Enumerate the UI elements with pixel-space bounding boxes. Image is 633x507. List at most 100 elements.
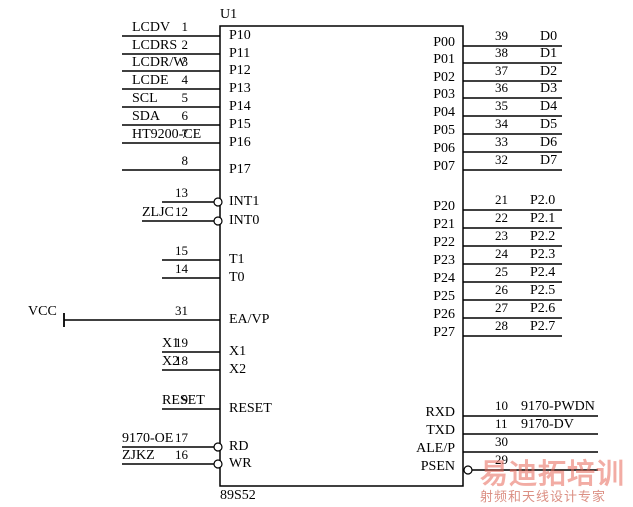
right-pin-number-p06: 33 — [495, 134, 508, 149]
left-net-label-p15: SDA — [132, 109, 161, 124]
right-pin-number-alep: 30 — [495, 434, 508, 449]
right-net-label-p00: D0 — [540, 29, 557, 44]
right-net-label-p04: D4 — [540, 99, 557, 114]
right-net-label-p07: D7 — [540, 153, 557, 168]
right-net-label-rxd: 9170-PWDN — [521, 399, 595, 414]
right-pin-number-p04: 35 — [495, 98, 508, 113]
left-net-label-p14: SCL — [132, 91, 158, 106]
right-pin-name-p22: P22 — [433, 235, 455, 250]
right-pin-number-psen: 29 — [495, 452, 508, 467]
left-pin-name-x1: X1 — [229, 344, 246, 359]
left-net-label-int0: ZLJC — [142, 205, 174, 220]
right-pin-name-p25: P25 — [433, 289, 455, 304]
left-pin-invert-bubble-int0 — [213, 216, 223, 226]
right-pin-number-p00: 39 — [495, 28, 508, 43]
left-pin-name-int1: INT1 — [229, 194, 259, 209]
left-pin-number-p11: 2 — [182, 37, 189, 52]
right-pin-number-p22: 23 — [495, 228, 508, 243]
left-pin-number-p16: 7 — [182, 126, 189, 141]
left-net-label-p12: LCDR/W — [132, 55, 187, 70]
left-pin-name-wr: WR — [229, 456, 252, 471]
left-pin-name-reset: RESET — [229, 401, 272, 416]
left-pin-name-p13: P13 — [229, 81, 251, 96]
left-pin-number-p10: 1 — [182, 19, 189, 34]
right-pin-number-p24: 25 — [495, 264, 508, 279]
right-pin-name-p04: P04 — [433, 105, 455, 120]
left-pin-name-p10: P10 — [229, 28, 251, 43]
right-net-label-p02: D2 — [540, 64, 557, 79]
left-pin-invert-bubble-rd — [213, 442, 223, 452]
right-pin-name-p06: P06 — [433, 141, 455, 156]
left-pin-name-p17: P17 — [229, 162, 251, 177]
right-pin-number-p03: 36 — [495, 80, 509, 95]
right-pin-name-p24: P24 — [433, 271, 455, 286]
left-pin-name-p16: P16 — [229, 135, 251, 150]
left-pin-number-wr: 16 — [175, 447, 189, 462]
right-net-label-p27: P2.7 — [530, 319, 555, 334]
right-pin-number-p26: 27 — [495, 300, 509, 315]
left-pin-name-p15: P15 — [229, 117, 251, 132]
right-net-label-p26: P2.6 — [530, 301, 555, 316]
right-pin-name-p20: P20 — [433, 199, 455, 214]
left-net-label-p11: LCDRS — [132, 38, 177, 53]
left-pin-number-p13: 4 — [182, 72, 189, 87]
left-net-label-reset: RESET — [162, 393, 205, 408]
right-pin-number-rxd: 10 — [495, 398, 508, 413]
left-net-label-x1: X1 — [162, 336, 179, 351]
right-pin-number-p07: 32 — [495, 152, 508, 167]
left-net-label-eavp: VCC — [28, 304, 57, 319]
watermark-subtitle: 射频和天线设计专家 — [480, 490, 607, 505]
left-net-label-p16: HT9200-CE — [132, 127, 201, 142]
left-pin-number-x2: 18 — [175, 353, 188, 368]
right-pin-name-rxd: RXD — [425, 405, 455, 420]
right-pin-name-p02: P02 — [433, 70, 455, 85]
chip-part: 89S52 — [220, 488, 256, 503]
right-pin-name-p07: P07 — [433, 159, 455, 174]
right-net-label-p01: D1 — [540, 46, 557, 61]
right-net-label-p03: D3 — [540, 81, 557, 96]
left-pin-number-int1: 13 — [175, 185, 188, 200]
right-pin-number-p25: 26 — [495, 282, 509, 297]
right-pin-number-p05: 34 — [495, 116, 509, 131]
chip-body — [219, 25, 464, 487]
right-pin-number-p27: 28 — [495, 318, 508, 333]
left-pin-name-t1: T1 — [229, 252, 245, 267]
right-pin-name-p00: P00 — [433, 35, 455, 50]
left-pin-name-int0: INT0 — [229, 213, 259, 228]
left-pin-number-eavp: 31 — [175, 303, 188, 318]
left-pin-number-rd: 17 — [175, 430, 189, 445]
left-pin-number-p17: 8 — [182, 153, 189, 168]
right-pin-number-p20: 21 — [495, 192, 508, 207]
right-pin-name-p26: P26 — [433, 307, 455, 322]
right-pin-name-p27: P27 — [433, 325, 455, 340]
left-pin-invert-bubble-int1 — [213, 197, 223, 207]
left-net-label-wr: ZJKZ — [122, 448, 155, 463]
right-net-label-p21: P2.1 — [530, 211, 555, 226]
left-pin-name-t0: T0 — [229, 270, 245, 285]
left-pin-number-t1: 15 — [175, 243, 188, 258]
left-pin-name-p14: P14 — [229, 99, 251, 114]
left-pin-number-p14: 5 — [182, 90, 189, 105]
right-pin-number-p21: 22 — [495, 210, 508, 225]
right-net-label-txd: 9170-DV — [521, 417, 574, 432]
left-net-label-p10: LCDV — [132, 20, 170, 35]
right-pin-name-txd: TXD — [426, 423, 455, 438]
right-pin-invert-bubble-psen — [463, 465, 473, 475]
right-pin-number-p23: 24 — [495, 246, 509, 261]
right-pin-name-p21: P21 — [433, 217, 455, 232]
left-pin-number-reset: 9 — [182, 392, 189, 407]
left-pin-number-p12: 3 — [182, 54, 189, 69]
right-net-label-p06: D6 — [540, 135, 557, 150]
right-pin-name-p05: P05 — [433, 123, 455, 138]
right-net-label-p24: P2.4 — [530, 265, 555, 280]
watermark: 易迪拓培训 射频和天线设计专家 — [474, 452, 632, 506]
right-pin-name-alep: ALE/P — [416, 441, 455, 456]
right-net-label-p25: P2.5 — [530, 283, 555, 298]
left-pin-name-p12: P12 — [229, 63, 251, 78]
right-pin-number-p01: 38 — [495, 45, 508, 60]
right-pin-name-p03: P03 — [433, 87, 455, 102]
right-pin-number-txd: 11 — [495, 416, 508, 431]
right-net-label-p05: D5 — [540, 117, 557, 132]
left-pin-number-p15: 6 — [182, 108, 189, 123]
